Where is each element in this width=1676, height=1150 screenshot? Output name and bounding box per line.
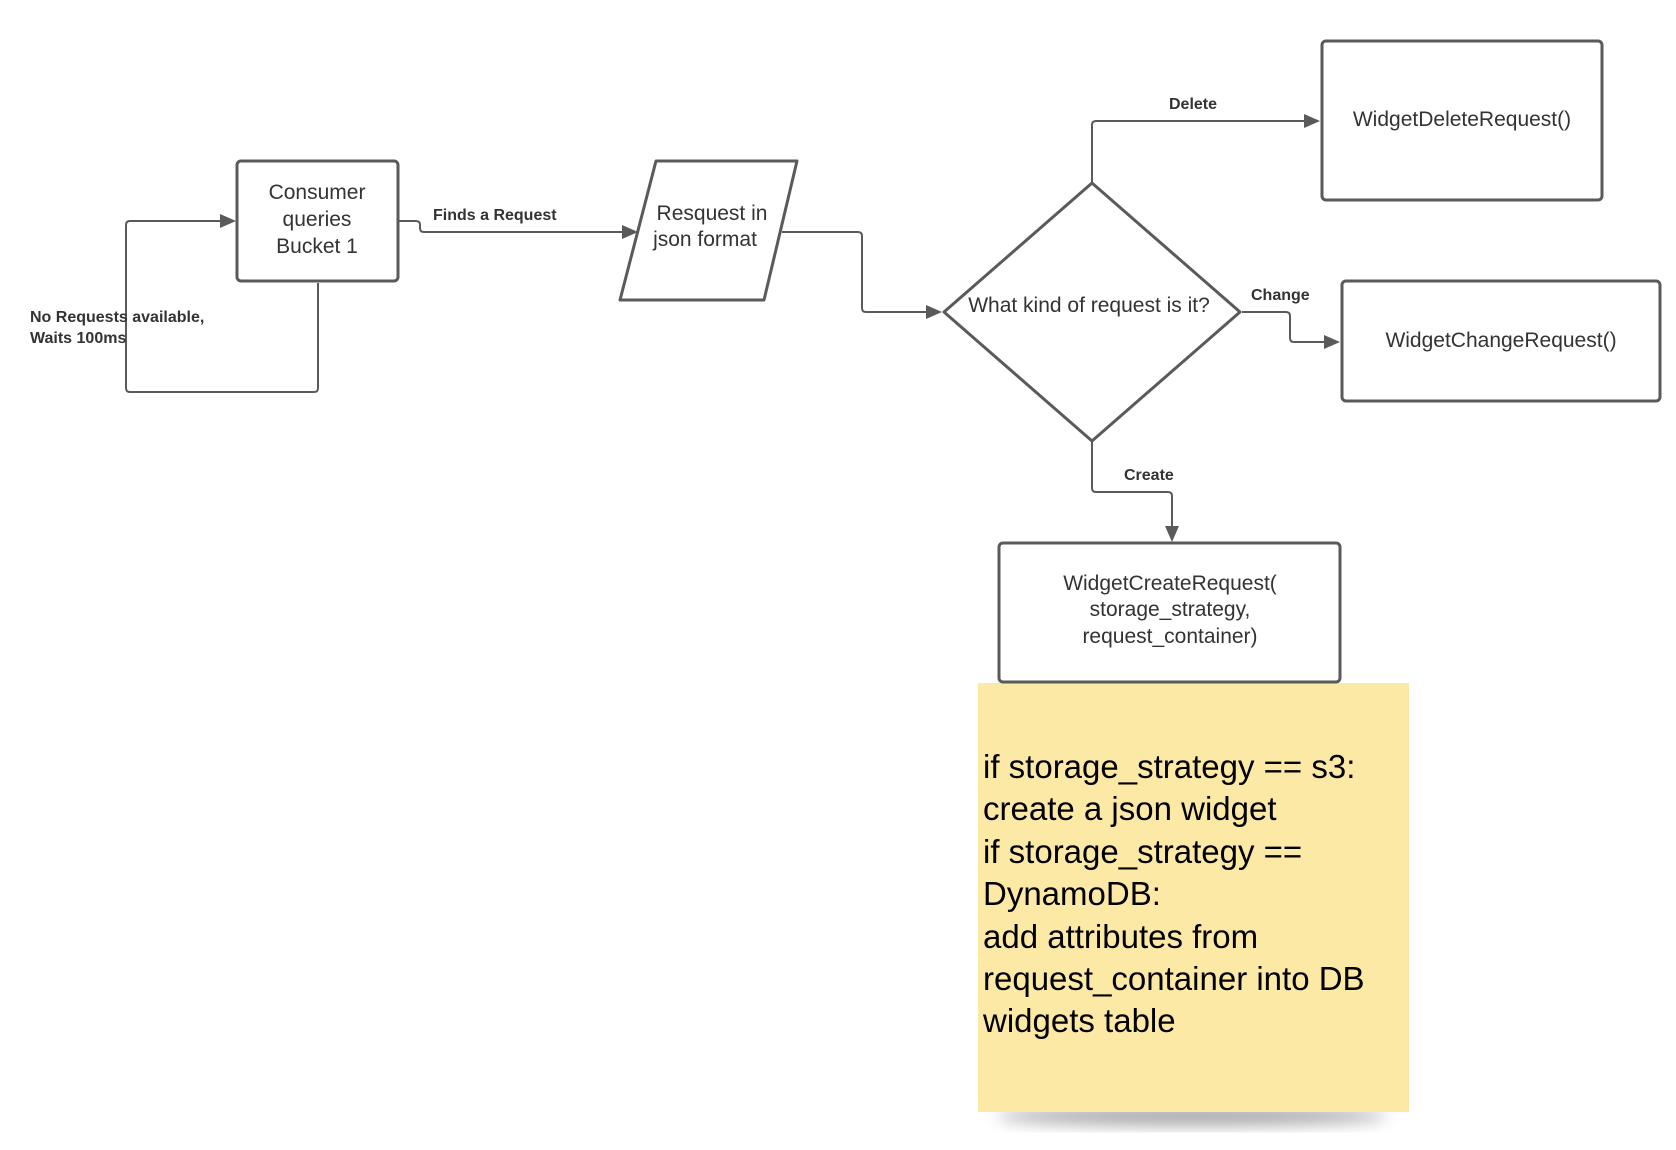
arrowhead-to-decision [926, 305, 942, 319]
delete-label: Delete [1169, 96, 1217, 113]
sticky-note-background [978, 683, 1409, 1112]
connector-change [1242, 311, 1324, 343]
loop-label: No Requests available, Waits 100ms [30, 309, 204, 347]
consumer-line: Bucket 1 [276, 235, 358, 258]
note-line: request_container into DB [983, 960, 1365, 997]
change-request-box[interactable] [1340, 279, 1662, 403]
create-label: Create [1124, 467, 1174, 484]
note-line: widgets table [982, 1002, 1176, 1039]
consumer-box[interactable] [235, 159, 400, 283]
loop-label-line: No Requests available, [30, 309, 204, 326]
arrowhead-loop [220, 214, 236, 228]
loop-label-line: Waits 100ms [30, 330, 126, 347]
create-request-box[interactable] [997, 541, 1342, 684]
delete-request-box[interactable] [1320, 39, 1604, 202]
finds-request-label: Finds a Request [433, 207, 557, 224]
delete-request-text: WidgetDeleteRequest() [1353, 108, 1571, 131]
delete-request-node[interactable]: WidgetDeleteRequest() [1320, 39, 1604, 202]
note-line: create a json widget [983, 790, 1277, 827]
change-request-text: WidgetChangeRequest() [1385, 329, 1616, 352]
create-request-line: request_container) [1082, 625, 1257, 648]
change-label: Change [1251, 287, 1310, 304]
connector-delete [1091, 120, 1304, 183]
request-json-parallelogram[interactable] [618, 159, 799, 302]
sticky-note: if storage_strategy == s3: create a json… [978, 683, 1409, 1125]
create-request-line: WidgetCreateRequest( [1063, 572, 1277, 595]
note-line: if storage_strategy == s3: [983, 748, 1355, 785]
change-request-node[interactable]: WidgetChangeRequest() [1340, 279, 1662, 403]
decision-node[interactable]: What kind of request is it? [942, 181, 1242, 443]
note-line: if storage_strategy == [983, 833, 1302, 870]
request-json-line: Resquest in [657, 202, 768, 225]
consumer-line: Consumer [269, 181, 366, 204]
connector-loop [125, 220, 319, 393]
note-line: add attributes from [983, 918, 1258, 955]
request-json-node[interactable]: Resquest in json format [618, 159, 799, 302]
decision-text: What kind of request is it? [968, 294, 1210, 317]
arrowhead-create [1165, 526, 1179, 542]
connector-to-decision [782, 231, 926, 313]
connector-create [1091, 441, 1173, 526]
create-request-line: storage_strategy, [1090, 598, 1251, 621]
create-request-node[interactable]: WidgetCreateRequest( storage_strategy, r… [997, 541, 1342, 684]
arrowhead-change [1324, 335, 1340, 349]
arrowhead-finds [622, 225, 638, 239]
request-json-line: json format [652, 228, 757, 251]
note-line: DynamoDB: [983, 875, 1161, 912]
decision-diamond[interactable] [942, 181, 1242, 443]
consumer-node[interactable]: Consumer queries Bucket 1 [235, 159, 400, 283]
consumer-line: queries [283, 208, 352, 231]
connector-finds [399, 220, 622, 233]
arrowhead-delete [1304, 114, 1320, 128]
